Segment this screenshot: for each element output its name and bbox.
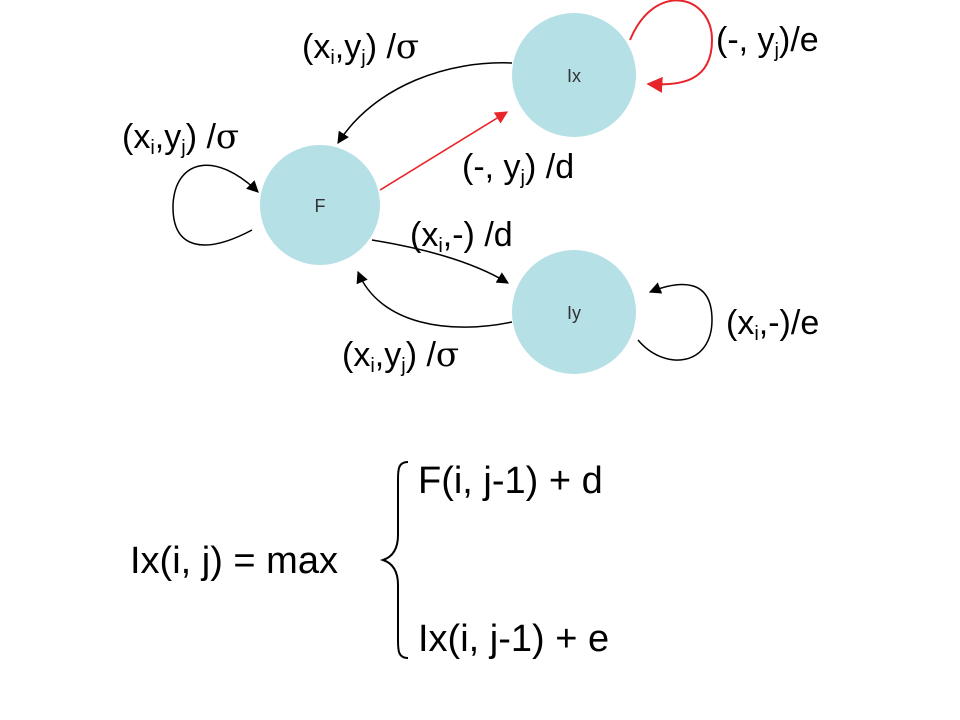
equation-case-1: F(i, j-1) + d — [418, 460, 603, 502]
edge-ix-to-f — [337, 62, 513, 145]
equation-case-2: Ix(i, j-1) + e — [418, 618, 610, 660]
edge-iy-to-f — [356, 270, 513, 328]
node-ix — [512, 13, 636, 137]
equation-brace — [379, 461, 409, 659]
label-iy-to-f: (xi,yj) /σ — [342, 335, 460, 377]
label-ix-to-f: (xi,yj) /σ — [302, 27, 420, 69]
label-f-self-loop: (xi,yj) /σ — [122, 117, 240, 159]
label-f-to-ix: (-, yj) /d — [462, 148, 575, 189]
edge-ix-self-loop — [629, 0, 714, 93]
edge-f-to-iy — [371, 239, 510, 284]
node-iy-label: Iy — [567, 303, 581, 323]
node-f-label: F — [315, 196, 326, 216]
node-f — [260, 145, 380, 265]
edge-f-self-loop — [172, 164, 259, 246]
label-ix-self-loop: (-, yj)/e — [716, 21, 819, 62]
label-iy-self-loop: (xi,-)/e — [726, 304, 820, 345]
label-f-to-iy: (xi,-) /d — [410, 216, 513, 257]
node-iy — [512, 250, 636, 374]
equation-lhs: Ix(i, j) = max — [130, 540, 338, 582]
node-ix-label: Ix — [567, 66, 581, 86]
edge-iy-self-loop — [637, 282, 713, 361]
edge-f-to-ix — [379, 111, 509, 191]
